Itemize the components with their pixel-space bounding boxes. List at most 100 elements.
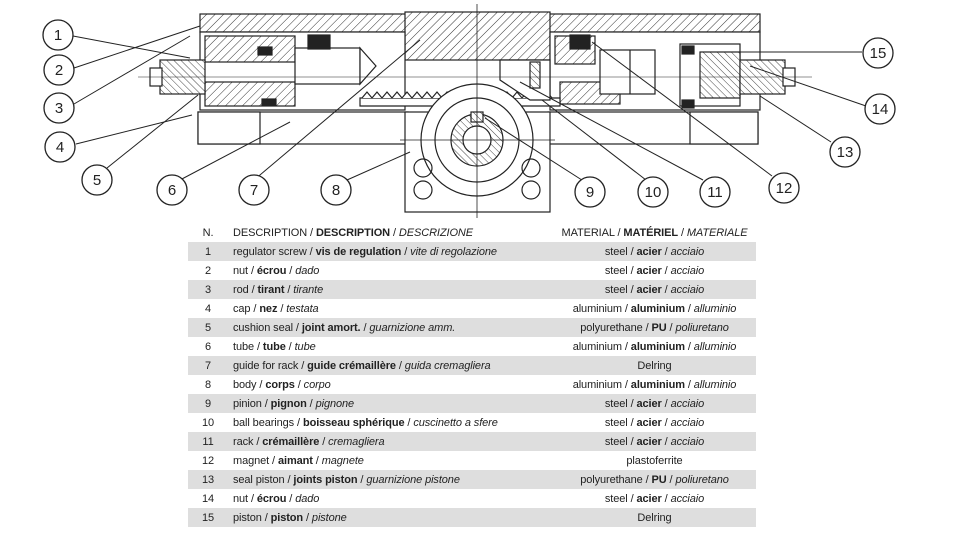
callout-10: 10 xyxy=(637,176,669,208)
description-it: vite di regolazione xyxy=(410,245,497,258)
description-en: guide for rack xyxy=(233,359,299,372)
description-fr: joints piston xyxy=(293,473,358,486)
callout-4: 4 xyxy=(44,131,76,163)
callout-5: 5 xyxy=(81,164,113,196)
callout-label: 6 xyxy=(168,182,176,199)
material-en: steel xyxy=(604,245,628,258)
part-number: 11 xyxy=(188,432,228,451)
header-material-it: MATERIALE xyxy=(686,227,748,239)
description-it: cremagliera xyxy=(328,435,385,448)
part-description: tube / tube / tube xyxy=(233,340,316,353)
description-fr: tube xyxy=(262,340,286,353)
part-description: seal piston / joints piston / guarnizion… xyxy=(228,470,553,489)
material-fr: PU xyxy=(651,321,667,334)
part-number: 14 xyxy=(201,492,215,505)
callout-13: 13 xyxy=(829,136,861,168)
part-material: plastoferrite xyxy=(553,451,756,470)
material-it: acciaio xyxy=(670,416,705,429)
material-fr: acier xyxy=(636,492,662,505)
part-material: aluminium / aluminium / alluminio xyxy=(572,302,737,315)
material-fr: PU xyxy=(651,473,667,486)
callout-12: 12 xyxy=(768,172,800,204)
part-description: cushion seal / joint amort. / guarnizion… xyxy=(228,318,553,337)
part-number: 6 xyxy=(204,340,212,353)
material-en: steel xyxy=(604,435,628,448)
description-fr: corps xyxy=(265,378,295,391)
part-number: 8 xyxy=(204,378,212,391)
part-material: Delring xyxy=(553,508,756,527)
material-it: acciaio xyxy=(670,397,705,410)
callout-label: 14 xyxy=(872,101,889,118)
description-en: cushion seal xyxy=(233,321,293,334)
part-number: 15 xyxy=(188,508,228,527)
material-en: steel xyxy=(604,264,628,277)
description-en: tube xyxy=(233,340,255,353)
part-description: guide for rack / guide crémaillère / gui… xyxy=(228,356,553,375)
description-en: pinion xyxy=(233,397,262,410)
material-fr: aluminium xyxy=(630,378,685,391)
header-description-it: DESCRIZIONE xyxy=(398,227,473,239)
material-it: acciaio xyxy=(670,264,705,277)
material-value: Delring xyxy=(637,511,672,524)
material-it: poliuretano xyxy=(675,321,729,334)
callout-3: 3 xyxy=(43,92,75,124)
part-description: nut / écrou / dado xyxy=(233,264,320,277)
part-number: 13 xyxy=(188,470,228,489)
part-material: steel / acier / acciaio xyxy=(553,242,756,261)
part-number: 9 xyxy=(188,394,228,413)
part-number: 3 xyxy=(188,280,228,299)
header-description-fr: DESCRIPTION xyxy=(315,227,391,239)
material-it: acciaio xyxy=(670,245,705,258)
description-en: piston xyxy=(233,511,262,524)
description-it: tirante xyxy=(293,283,324,296)
description-fr: boisseau sphérique xyxy=(302,416,405,429)
callout-label: 8 xyxy=(332,182,340,199)
material-it: alluminio xyxy=(693,302,737,315)
material-en: steel xyxy=(604,397,628,410)
material-it: alluminio xyxy=(693,378,737,391)
material-en: aluminium xyxy=(572,378,622,391)
callout-label: 11 xyxy=(707,184,723,201)
part-number: 12 xyxy=(201,454,215,467)
description-it: dado xyxy=(295,492,320,505)
part-material: steel / acier / acciaio xyxy=(604,416,705,429)
table-row: 10 ball bearings / boisseau sphérique / c… xyxy=(188,413,756,432)
callout-label: 10 xyxy=(645,184,662,201)
description-en: magnet xyxy=(233,454,270,467)
material-fr: acier xyxy=(636,245,662,258)
description-en: ball bearings xyxy=(233,416,295,429)
material-en: steel xyxy=(604,416,628,429)
description-it: pistone xyxy=(311,511,347,524)
description-fr: joint amort. xyxy=(301,321,361,334)
actuator-section xyxy=(138,4,812,218)
material-fr: acier xyxy=(636,283,662,296)
part-number: 10 xyxy=(201,416,215,429)
header-material: MATERIAL / MATÉRIEL / MATERIALE xyxy=(561,227,748,239)
description-it: corpo xyxy=(303,378,331,391)
callout-label: 2 xyxy=(55,62,63,79)
parts-table: N. DESCRIPTION / DESCRIPTION / DESCRIZIO… xyxy=(188,224,756,527)
description-fr: tirant xyxy=(257,283,285,296)
leader-lines xyxy=(72,25,867,183)
part-material: polyurethane / PU / poliuretano xyxy=(553,318,756,337)
part-material: aluminium / aluminium / alluminio xyxy=(572,340,737,353)
part-number: 2 xyxy=(204,264,212,277)
part-description: nut / écrou / dado xyxy=(233,492,320,505)
part-description: ball bearings / boisseau sphérique / cus… xyxy=(233,416,498,429)
description-en: regulator screw xyxy=(233,245,307,258)
description-fr: aimant xyxy=(277,454,313,467)
part-description: magnet / aimant / magnete xyxy=(233,454,364,467)
material-en: aluminium xyxy=(572,302,622,315)
description-fr: écrou xyxy=(256,264,287,277)
description-it: guida cremagliera xyxy=(404,359,491,372)
material-value: Delring xyxy=(637,359,672,372)
